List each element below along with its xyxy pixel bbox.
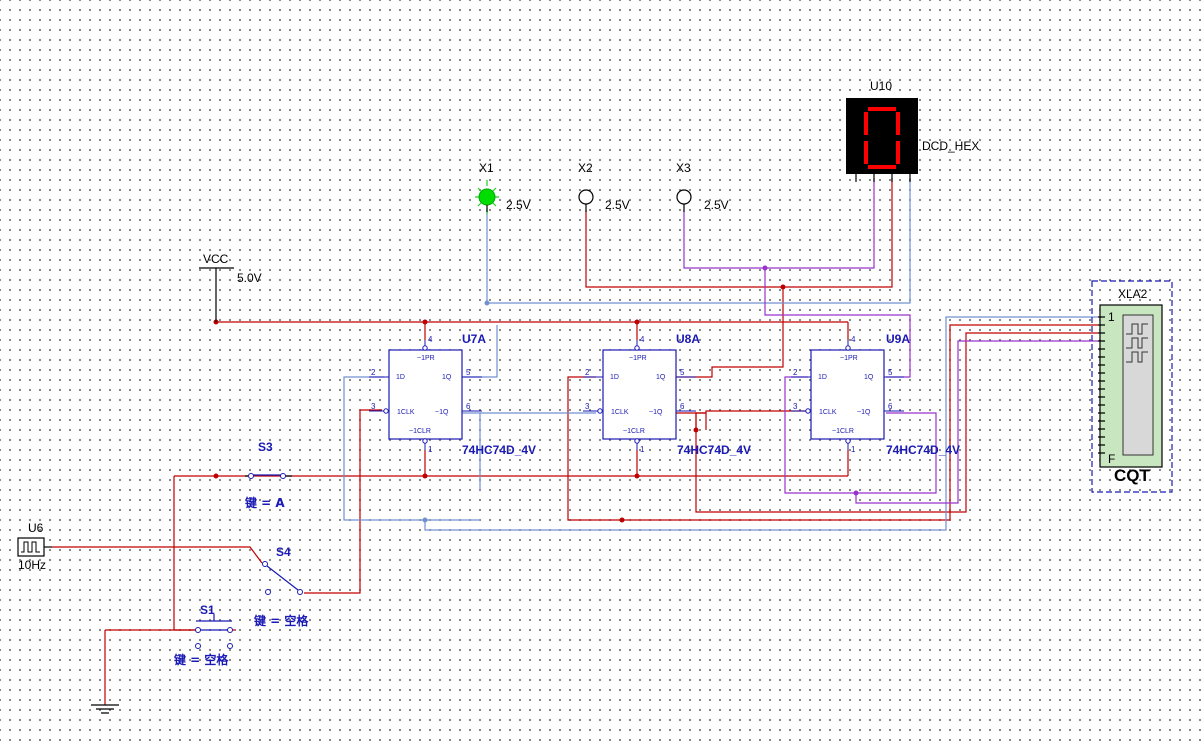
wires-blue xyxy=(343,178,1098,531)
probe-x1[interactable]: X1 2.5V xyxy=(475,161,531,214)
u8a-num-6: 6 xyxy=(680,402,685,411)
u7a-model: 74HC74D_4V xyxy=(462,443,536,457)
u9a-pin-clk: 1CLK xyxy=(819,409,837,416)
switch-s4[interactable]: S4 键 = 空格 xyxy=(253,545,309,628)
u8a-pin-q: 1Q xyxy=(656,374,666,381)
u7a-pin-pr: ~1PR xyxy=(417,355,435,362)
u7a-pin-qn: ~1Q xyxy=(435,409,449,416)
u9a-pin-qn: ~1Q xyxy=(857,409,871,416)
clock-box xyxy=(17,537,45,557)
u8a-pin-qn: ~1Q xyxy=(649,409,663,416)
ground-symbol xyxy=(91,704,119,714)
probe-x1-ref: X1 xyxy=(479,161,494,175)
u7a-num-1: 1 xyxy=(428,445,433,454)
u9a-ref: U9A xyxy=(886,332,910,346)
u8a-pin-clk: 1CLK xyxy=(611,409,629,416)
u10-hex-display[interactable]: U10 DCD_HEX xyxy=(846,79,979,182)
u6-ref: U6 xyxy=(28,521,44,535)
u8a-num-1: 1 xyxy=(640,445,645,454)
u9a-num-4: 4 xyxy=(851,335,856,344)
probe-x3-voltage: 2.5V xyxy=(704,198,729,212)
probe-x1-lamp xyxy=(478,188,496,206)
probe-x3-lamp xyxy=(676,189,692,205)
u8a-ref: U8A xyxy=(676,332,700,346)
probe-x2-lamp xyxy=(578,189,594,205)
waveform-icon xyxy=(1126,323,1148,363)
probe-x2[interactable]: X2 2.5V xyxy=(578,161,630,212)
u9a-pin-clr: ~1CLR xyxy=(832,428,854,435)
s4-key: 键 = 空格 xyxy=(253,613,309,628)
xla2-logo: CQT xyxy=(1114,466,1151,485)
probe-x1-voltage: 2.5V xyxy=(506,198,531,212)
u8a-num-3: 3 xyxy=(585,402,590,411)
u7a-body xyxy=(388,349,463,440)
u9a-pin-d: 1D xyxy=(818,374,827,381)
u7a-pin-d: 1D xyxy=(396,374,405,381)
probe-x3-ref: X3 xyxy=(676,161,691,175)
u8a-num-4: 4 xyxy=(640,335,645,344)
u7a-pin-q: 1Q xyxy=(442,374,452,381)
u8a-model: 74HC74D_4V xyxy=(677,443,751,457)
u8a-num-2: 2 xyxy=(585,368,590,377)
s1-ref: S1 xyxy=(200,603,215,617)
wires-red xyxy=(52,178,1098,705)
u7a-num-4: 4 xyxy=(428,335,433,344)
u9a-num-1: 1 xyxy=(851,445,856,454)
u7a-num-2: 2 xyxy=(371,368,376,377)
vcc-voltage: 5.0V xyxy=(237,271,262,285)
u9a-pin-q: 1Q xyxy=(864,374,874,381)
u10-label: DCD_HEX xyxy=(922,139,979,153)
u9a-model: 74HC74D_4V xyxy=(886,443,960,457)
flipflop-u9a[interactable]: U9A ~1PR 1D 1Q 1CLK ~1Q ~1CLR 4 2 5 3 6 … xyxy=(791,332,960,457)
u7a-pin-clr: ~1CLR xyxy=(409,428,431,435)
switch-s3[interactable]: S3 键 = A xyxy=(244,440,292,510)
u7a-ref: U7A xyxy=(462,332,486,346)
xla2-pin-1: 1 xyxy=(1108,310,1115,324)
flipflop-u8a[interactable]: U8A ~1PR 1D 1Q 1CLK ~1Q ~1CLR 4 2 5 3 6 … xyxy=(583,332,751,457)
u9a-num-2: 2 xyxy=(793,368,798,377)
switch-s1[interactable]: S1 键 = 空格 xyxy=(173,603,233,667)
s3-ref: S3 xyxy=(258,440,273,454)
u9a-body xyxy=(810,349,885,440)
u8a-num-5: 5 xyxy=(680,368,685,377)
u7a-num-5: 5 xyxy=(466,368,471,377)
square-wave-icon xyxy=(21,541,40,553)
seven-segment-digit xyxy=(864,107,900,169)
xla2-pin-f: F xyxy=(1108,452,1115,466)
probe-x3[interactable]: X3 2.5V xyxy=(676,161,729,212)
u7a-pin-clk: 1CLK xyxy=(397,409,415,416)
u6-freq: 10Hz xyxy=(18,558,46,572)
xla2-ref: XLA2 xyxy=(1118,287,1148,301)
u9a-num-3: 3 xyxy=(793,402,798,411)
logic-analyzer-xla2[interactable]: XLA2 1 F CQT xyxy=(1091,280,1173,493)
u8a-pin-clr: ~1CLR xyxy=(623,428,645,435)
probe-x2-voltage: 2.5V xyxy=(605,198,630,212)
s4-ref: S4 xyxy=(276,545,291,559)
xla2-screen xyxy=(1122,314,1154,456)
u7a-num-6: 6 xyxy=(466,402,471,411)
u9a-num-6: 6 xyxy=(888,402,893,411)
junction-dots xyxy=(213,265,859,523)
vcc-source[interactable]: VCC 5.0V xyxy=(199,252,262,322)
u7a-num-3: 3 xyxy=(371,402,376,411)
flipflop-u7a[interactable]: U7A ~1PR 1D 1Q 1CLK ~1Q ~1CLR 4 2 5 3 6 … xyxy=(369,332,536,457)
xla2-selection-box xyxy=(1091,280,1173,493)
vcc-ref: VCC xyxy=(203,252,229,266)
u8a-pin-d: 1D xyxy=(610,374,619,381)
u9a-pin-pr: ~1PR xyxy=(840,355,858,362)
probe-x2-ref: X2 xyxy=(578,161,593,175)
u8a-pin-pr: ~1PR xyxy=(629,355,647,362)
clock-source-u6[interactable]: U6 10Hz xyxy=(17,521,52,572)
u8a-body xyxy=(602,349,677,440)
s1-key: 键 = 空格 xyxy=(173,652,229,667)
u9a-num-5: 5 xyxy=(888,368,893,377)
u10-ref: U10 xyxy=(870,79,892,93)
s3-key: 键 = A xyxy=(244,495,285,510)
